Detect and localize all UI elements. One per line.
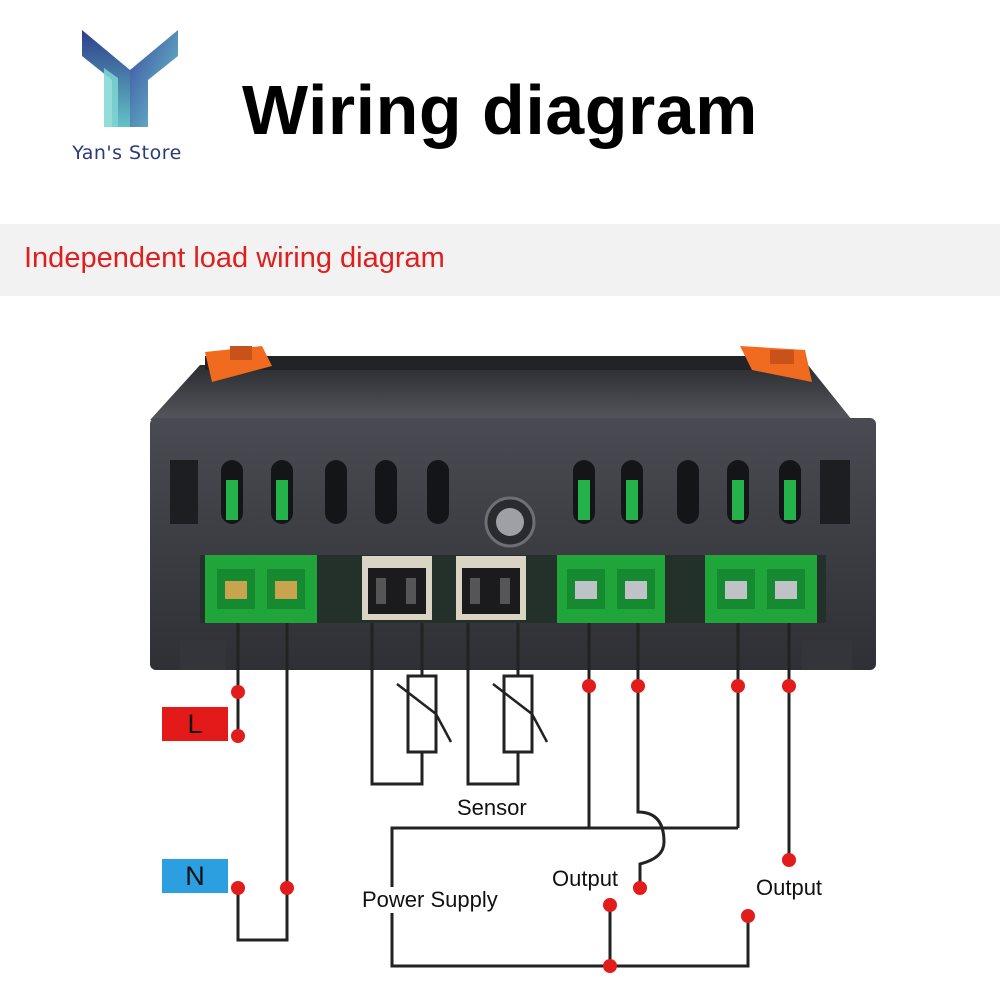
output-label-2: Output	[754, 875, 825, 901]
vent-right	[820, 460, 850, 524]
terminal-block-power	[205, 555, 317, 623]
connection-node	[603, 898, 617, 912]
connection-node	[631, 679, 645, 693]
vent-left	[170, 460, 198, 524]
terminal-label-n: N	[162, 859, 228, 893]
terminal-block-output-2	[705, 555, 817, 623]
connection-node	[280, 881, 294, 895]
device-foot-left	[180, 640, 226, 670]
wire-sensor1-a	[370, 623, 424, 786]
device-slot	[427, 460, 449, 524]
controller-device	[150, 346, 876, 670]
wire-out1-b	[636, 623, 666, 888]
connection-node	[231, 729, 245, 743]
device-top-bar	[205, 356, 805, 370]
connection-node	[731, 679, 745, 693]
connection-node	[603, 959, 617, 973]
connection-node	[782, 679, 796, 693]
wiring-lines	[236, 623, 791, 968]
device-slot-indicator	[578, 480, 590, 520]
page-title: Wiring diagram	[242, 71, 758, 149]
sensor-connector-1	[362, 556, 432, 620]
connection-node	[231, 881, 245, 895]
store-logo-icon	[82, 30, 178, 127]
device-top-face	[150, 365, 852, 420]
connection-node	[633, 881, 647, 895]
device-slot-indicator	[276, 480, 288, 520]
terminal-block-output-1	[557, 555, 665, 623]
wire-power-supply-loop	[390, 826, 750, 968]
mounting-clip-left	[205, 346, 272, 382]
subtitle-text: Independent load wiring diagram	[24, 242, 445, 274]
terminal-label-l: L	[162, 707, 228, 741]
power-supply-label: Power Supply	[360, 887, 500, 913]
sensor-connector-2	[456, 556, 526, 620]
connection-node	[231, 685, 245, 699]
mounting-clip-right	[740, 346, 812, 382]
device-slots	[221, 460, 801, 524]
wire-n	[236, 623, 289, 942]
device-slot	[677, 460, 699, 524]
subtitle-band: Independent load wiring diagram	[0, 224, 1000, 296]
device-slot-indicator	[226, 480, 238, 520]
connection-node	[741, 909, 755, 923]
sensor-label: Sensor	[455, 795, 529, 821]
wire-sensor2-a	[466, 623, 520, 786]
device-slot	[375, 460, 397, 524]
connection-node	[582, 679, 596, 693]
store-name: Yan's Store	[72, 142, 182, 164]
thermistor-1	[396, 674, 453, 754]
device-foot-right	[802, 640, 852, 670]
device-slot	[325, 460, 347, 524]
device-slot-indicator	[626, 480, 638, 520]
device-slot-indicator	[784, 480, 796, 520]
thermistor-2	[492, 674, 549, 754]
connection-nodes	[231, 679, 796, 973]
output-label-1: Output	[550, 866, 621, 892]
device-slot-indicator	[732, 480, 744, 520]
connection-node	[782, 853, 796, 867]
